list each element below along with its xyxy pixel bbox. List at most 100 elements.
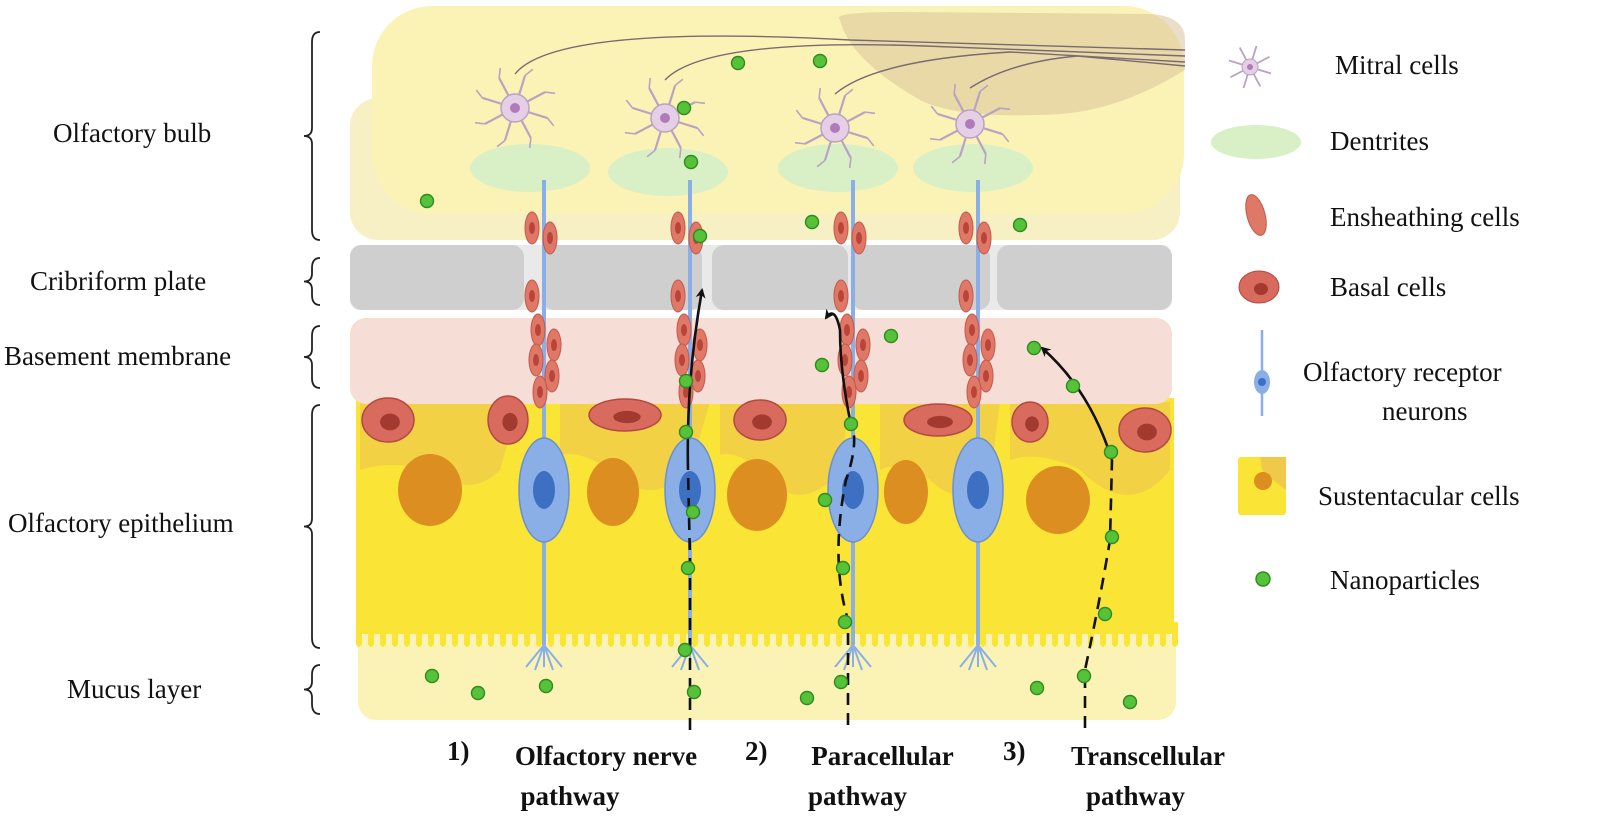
basal-cell-nucleus	[1025, 416, 1039, 432]
nanoparticle	[814, 357, 830, 373]
pathway-name-line1: Transcellular	[1071, 741, 1225, 771]
nanoparticle	[1029, 680, 1045, 696]
transcellular-pathway-dashed	[1083, 459, 1114, 728]
mitral-axon	[514, 35, 1186, 75]
mitral-cell-branch	[696, 127, 705, 137]
mitral-cell-branch	[951, 155, 961, 164]
basal-cell-nucleus	[502, 412, 518, 432]
nanoparticle	[1065, 378, 1081, 394]
ensheathing-cell-nucleus	[535, 324, 541, 336]
ensheathing-cell-nucleus	[971, 386, 977, 398]
mitral-cell-branch	[678, 147, 682, 159]
layer-label-olfactory-bulb: Olfactory bulb	[53, 118, 212, 148]
nanoparticle	[470, 685, 486, 701]
mitral-cell-branch	[475, 89, 484, 99]
layer-label-mucus-layer: Mucus layer	[67, 674, 202, 704]
nanoparticle	[730, 55, 746, 71]
bracket-mucus-layer	[303, 664, 321, 715]
mitral-cell-branch	[648, 77, 652, 89]
ensheathing-cell-nucleus	[679, 354, 685, 366]
nerve-pathway-dashed	[686, 469, 692, 730]
nanoparticle	[837, 614, 853, 630]
sustentacular-cell-nucleus	[884, 460, 928, 524]
pathway-name-line2: pathway	[1085, 781, 1186, 811]
mitral-cell-branch	[816, 159, 826, 168]
ensheathing-cell-nucleus	[529, 222, 535, 234]
basal-cell-nucleus	[380, 413, 400, 431]
mitral-cell-nucleus	[510, 103, 520, 113]
legend-label-receptor-neurons-line1: Olfactory receptor	[1303, 357, 1502, 387]
ensheathing-cell-nucleus	[683, 386, 689, 398]
ensheathing-cell-nucleus	[533, 354, 539, 366]
ensheathing-cell-nucleus	[967, 354, 973, 366]
transcellular-pathway-arrow	[1040, 346, 1114, 461]
bracket-basement-membrane	[303, 325, 321, 389]
sustentacular-cell-nucleus	[398, 454, 462, 526]
bracket-olfactory-bulb	[303, 31, 321, 241]
ensheathing-cell-nucleus	[860, 339, 866, 351]
bracket-cribriform-plate	[303, 257, 321, 306]
legend-label-basal-cells: Basal cells	[1330, 272, 1447, 302]
pathway-number: 1)	[447, 736, 470, 766]
ensheathing-cell-nucleus	[844, 324, 850, 336]
pathway-name-line2: pathway	[807, 781, 908, 811]
mitral-cell	[929, 83, 1011, 165]
mitral-cell-branch	[999, 107, 1011, 111]
neuron-nucleus	[842, 471, 864, 509]
ensheathing-cell-nucleus	[551, 339, 557, 351]
ensheathing-cell-nucleus	[675, 222, 681, 234]
mitral-cell-branch	[546, 117, 555, 127]
nanoparticle	[799, 690, 815, 706]
mitral-cell-branch	[524, 68, 534, 77]
ensheathing-cell-nucleus	[537, 386, 543, 398]
paracellular-pathway-arrow	[824, 308, 852, 421]
nanoparticle	[538, 678, 554, 694]
basal-cell-nucleus	[613, 410, 641, 424]
nanoparticle	[883, 328, 899, 344]
mitral-cell-nucleus	[965, 119, 975, 129]
nanoparticle	[678, 424, 694, 440]
nanoparticle	[835, 560, 851, 576]
legend-label-sustentacular-cells: Sustentacular cells	[1318, 481, 1520, 511]
mitral-cell-branch	[624, 131, 636, 135]
pathway-number: 2)	[745, 736, 768, 766]
mitral-cell	[624, 77, 706, 159]
legend-label-nanoparticles: Nanoparticles	[1330, 565, 1480, 595]
dentrite-patch	[470, 144, 590, 192]
mitral-cell-branch	[794, 141, 806, 145]
layer-label-cribriform-plate: Cribriform plate	[30, 266, 207, 296]
ensheathing-cell-nucleus	[549, 370, 555, 382]
ensheathing-cell-nucleus	[983, 370, 989, 382]
receptor-icon-nucleus	[1258, 378, 1266, 386]
paracellular-pathway-dashed	[837, 419, 856, 725]
ensheathing-cell-nucleus	[842, 354, 848, 366]
mitral-cell-branch	[528, 137, 532, 149]
mitral-cell-branch	[496, 139, 506, 148]
nanoparticle-icon	[1255, 571, 1271, 587]
nanoparticle	[1122, 694, 1138, 710]
pathway-name-line2: pathway	[520, 781, 620, 811]
mitral-cell-branch	[930, 105, 939, 115]
legend-label-receptor-neurons-line2: neurons	[1382, 396, 1468, 426]
nanoparticle	[680, 560, 696, 576]
mitral-axon	[664, 44, 1186, 81]
ensheathing-cell-nucleus	[963, 222, 969, 234]
nanoparticle	[419, 193, 435, 209]
mitral-cell-branch	[848, 157, 852, 169]
mitral-cell-branch	[498, 67, 502, 79]
nanoparticle	[1076, 668, 1092, 684]
sustentacular-icon-nucleus	[1254, 472, 1272, 490]
ensheathing-cell-nucleus	[547, 232, 553, 244]
neuron-cilium	[852, 644, 872, 668]
bracket-olfactory-epithelium	[303, 404, 321, 649]
mitral-cell-branch	[953, 83, 957, 95]
basement-membrane-layer	[350, 318, 1172, 404]
nanoparticle	[1103, 444, 1119, 460]
neuron-cilium	[977, 644, 997, 668]
neuron-cilium	[543, 644, 563, 668]
mitral-cell-branch	[1001, 133, 1010, 143]
layer-label-olfactory-epithelium: Olfactory epithelium	[8, 508, 234, 538]
mitral-cell	[474, 67, 556, 149]
nanoparticle	[678, 373, 694, 389]
mitral-cell-branch	[795, 109, 804, 119]
